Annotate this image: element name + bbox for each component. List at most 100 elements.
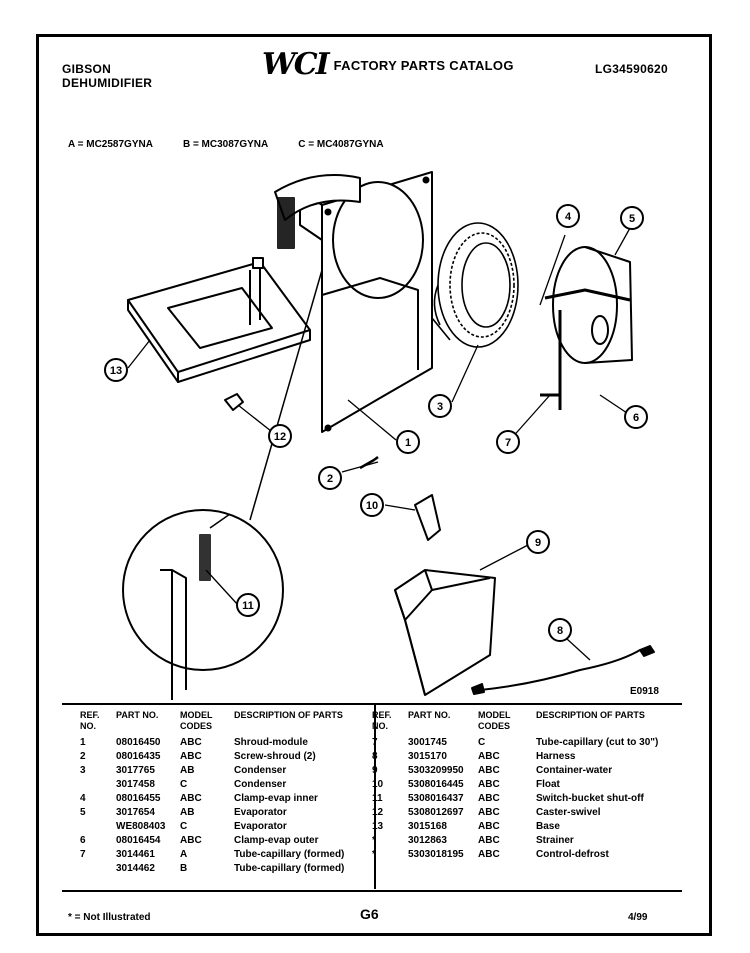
ref-no-cell: 13 — [372, 821, 384, 832]
callout-5: 5 — [629, 213, 635, 225]
model-codes-cell: ABC — [478, 835, 500, 846]
document-number: LG34590620 — [594, 62, 668, 76]
catalog-title: WCI FACTORY PARTS CATALOG — [262, 50, 514, 80]
callout-12: 12 — [274, 431, 286, 443]
part-no-cell: 3001745 — [408, 737, 447, 748]
header-model-codes: MODEL CODES — [478, 710, 511, 731]
model-codes-cell: C — [478, 737, 486, 748]
description-cell: Tube-capillary (cut to 30") — [536, 737, 659, 748]
ref-no-cell: 10 — [372, 779, 384, 790]
description-cell: Shroud-module — [234, 737, 308, 748]
description-cell: Float — [536, 779, 560, 790]
model-codes-cell: ABC — [478, 751, 500, 762]
table-top-rule — [62, 703, 682, 705]
model-codes-cell: ABC — [478, 779, 500, 790]
description-cell: Evaporator — [234, 807, 287, 818]
page-number: G6 — [360, 906, 379, 922]
callout-4: 4 — [565, 211, 572, 223]
description-cell: Condenser — [234, 765, 287, 776]
description-cell: Evaporator — [234, 821, 287, 832]
ref-no-cell: 5 — [80, 807, 86, 818]
model-c: C = MC4087GYNA — [298, 139, 384, 150]
callout-1: 1 — [405, 437, 411, 449]
model-codes-cell: ABC — [478, 821, 500, 832]
callout-2: 2 — [327, 473, 333, 485]
description-cell: Screw-shroud (2) — [234, 751, 316, 762]
callout-11: 11 — [242, 600, 254, 612]
ref-no-cell — [80, 778, 116, 792]
float-part — [414, 494, 441, 541]
ref-no-cell: 4 — [80, 793, 86, 804]
condenser-coil-part — [431, 222, 519, 348]
brand-block: GIBSON DEHUMIDIFIER — [62, 62, 152, 90]
brand-name: GIBSON — [62, 62, 112, 76]
ref-no-cell: 7 — [80, 849, 86, 860]
part-no-cell: 3017654 — [116, 807, 155, 818]
harness-part — [471, 645, 655, 695]
water-container-part — [394, 569, 496, 696]
part-no-cell: 08016455 — [116, 793, 161, 804]
caster-part — [224, 393, 244, 411]
header-part-no: PART NO. — [408, 710, 451, 720]
part-no-cell: 5308016445 — [408, 779, 464, 790]
part-no-cell: 3015170 — [408, 751, 447, 762]
ref-no-cell — [80, 820, 116, 834]
model-codes-cell: C — [180, 779, 188, 790]
table-header-row: REF. NO. PART NO. MODEL CODES DESCRIPTIO… — [372, 710, 662, 736]
detail-circle — [122, 269, 323, 700]
ref-no-cell: * — [372, 849, 376, 860]
table-row: WE808403 C Evaporator — [80, 820, 348, 834]
model-codes-cell: ABC — [478, 765, 500, 776]
description-cell: Condenser — [234, 779, 287, 790]
parts-table-right: REF. NO. PART NO. MODEL CODES DESCRIPTIO… — [372, 710, 662, 862]
header-ref-no: REF. NO. — [372, 710, 392, 731]
part-no-cell: 08016450 — [116, 737, 161, 748]
description-cell: Switch-bucket shut-off — [536, 793, 644, 804]
description-cell: Base — [536, 821, 560, 832]
description-cell: Clamp-evap outer — [234, 835, 319, 846]
ref-no-cell: 3 — [80, 765, 86, 776]
figure-code: E0918 — [630, 686, 659, 697]
part-no-cell: 3012863 — [408, 835, 447, 846]
description-cell: Tube-capillary (formed) — [234, 849, 345, 860]
part-no-cell: 08016454 — [116, 835, 161, 846]
model-codes-cell: ABC — [478, 807, 500, 818]
model-codes-cell: C — [180, 821, 188, 832]
table-row: 10 5308016445 ABC Float — [372, 778, 662, 792]
part-no-cell: WE808403 — [116, 821, 166, 832]
ref-no-cell: 12 — [372, 807, 384, 818]
table-header-row: REF. NO. PART NO. MODEL CODES DESCRIPTIO… — [80, 710, 348, 736]
callout-3: 3 — [437, 401, 443, 413]
catalog-label: FACTORY PARTS CATALOG — [333, 57, 514, 73]
part-no-cell: 5303018195 — [408, 849, 464, 860]
header-description: DESCRIPTION OF PARTS — [234, 710, 343, 720]
page-frame — [36, 34, 712, 936]
table-row: 13 3015168 ABC Base — [372, 820, 662, 834]
callout-10: 10 — [366, 500, 378, 512]
model-b: B = MC3087GYNA — [182, 139, 269, 150]
callout-9: 9 — [535, 537, 541, 549]
table-column-divider — [374, 705, 376, 889]
ref-no-cell: 1 — [80, 737, 86, 748]
model-codes-cell: A — [180, 849, 188, 860]
part-no-cell: 3015168 — [408, 821, 447, 832]
callout-13: 13 — [110, 365, 122, 377]
description-cell: Caster-swivel — [536, 807, 601, 818]
base-part — [127, 257, 311, 383]
part-no-cell: 5308016437 — [408, 793, 464, 804]
model-codes-cell: ABC — [180, 835, 202, 846]
